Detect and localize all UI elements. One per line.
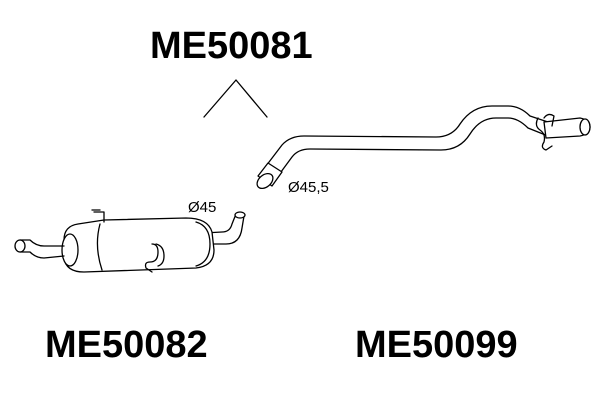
tail-pipe-drawing (256, 105, 591, 190)
part-label-me50099: ME50099 (355, 324, 518, 366)
part-label-me50081: ME50081 (150, 25, 313, 67)
part-label-me50082: ME50082 (45, 324, 208, 366)
dimension-label-diameter-45-5: Ø45,5 (288, 179, 329, 196)
dimension-label-diameter-45: Ø45 (188, 199, 216, 216)
pointer-caret (203, 79, 268, 118)
rear-muffler-drawing (14, 209, 246, 273)
